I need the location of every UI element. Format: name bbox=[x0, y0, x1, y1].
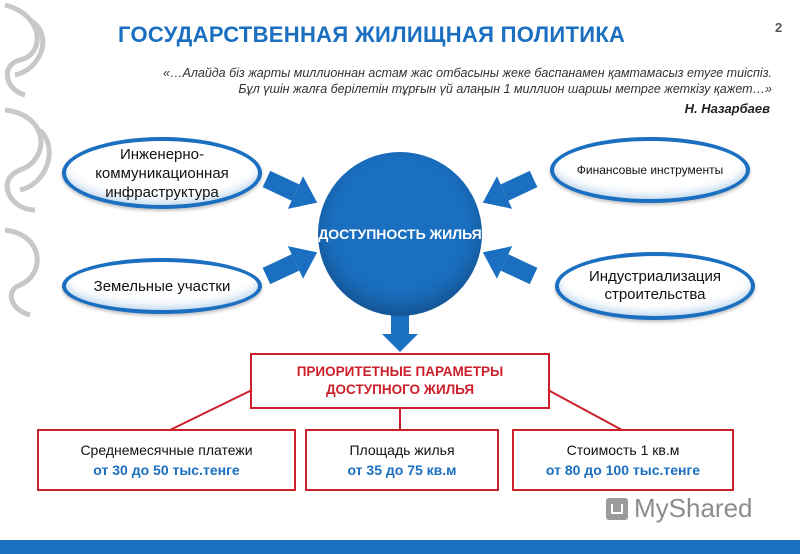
footer-bar bbox=[0, 540, 800, 554]
ornament-decoration bbox=[4, 2, 52, 318]
connector-left bbox=[169, 389, 253, 431]
quote-line-2: Бұл үшін жалға берілетін тұрғын үй алаңы… bbox=[238, 82, 772, 96]
quote-author: Н. Назарбаев bbox=[684, 101, 770, 116]
presentation-icon bbox=[606, 498, 628, 520]
watermark: MyShared bbox=[606, 493, 753, 524]
arrow-finance bbox=[482, 170, 538, 209]
arrow-down bbox=[382, 314, 418, 352]
parameter-label: Стоимость 1 кв.м bbox=[566, 442, 680, 458]
arrow-land bbox=[262, 246, 318, 285]
parameter-value: от 30 до 50 тыс.тенге bbox=[93, 462, 240, 478]
quote-text: «…Алайда біз жарты миллионнан астам жас … bbox=[72, 65, 772, 97]
parameter-monthly-payments: Среднемесячные платежи от 30 до 50 тыс.т… bbox=[37, 429, 296, 491]
factor-land-plots: Земельные участки bbox=[62, 258, 262, 314]
factor-industrialization: Индустриализация строительства bbox=[555, 252, 755, 320]
parameter-value: от 80 до 100 тыс.тенге bbox=[545, 462, 701, 478]
center-housing-affordability: ДОСТУПНОСТЬ ЖИЛЬЯ bbox=[318, 152, 482, 316]
parameter-label: Среднемесячные платежи bbox=[80, 442, 253, 458]
quote-line-1: «…Алайда біз жарты миллионнан астам жас … bbox=[163, 66, 772, 80]
factor-engineering-infrastructure: Инженерно-коммуникационная инфраструктур… bbox=[62, 137, 262, 209]
parameter-cost-per-sqm: Стоимость 1 кв.м от 80 до 100 тыс.тенге bbox=[512, 429, 734, 491]
connector-right bbox=[547, 389, 623, 431]
page-title: ГОСУДАРСТВЕННАЯ ЖИЛИЩНАЯ ПОЛИТИКА bbox=[118, 22, 626, 47]
slide-number: 2 bbox=[775, 20, 783, 35]
watermark-text: MyShared bbox=[634, 493, 753, 523]
arrow-engineering bbox=[262, 170, 318, 209]
arrow-industrial bbox=[482, 246, 538, 285]
parameter-housing-area: Площадь жилья от 35 до 75 кв.м bbox=[305, 429, 499, 491]
factor-financial-instruments: Финансовые инструменты bbox=[550, 137, 750, 203]
priority-parameters-box: ПРИОРИТЕТНЫЕ ПАРАМЕТРЫ ДОСТУПНОГО ЖИЛЬЯ bbox=[250, 353, 550, 409]
parameter-value: от 35 до 75 кв.м bbox=[347, 462, 457, 478]
parameter-label: Площадь жилья bbox=[349, 442, 455, 458]
